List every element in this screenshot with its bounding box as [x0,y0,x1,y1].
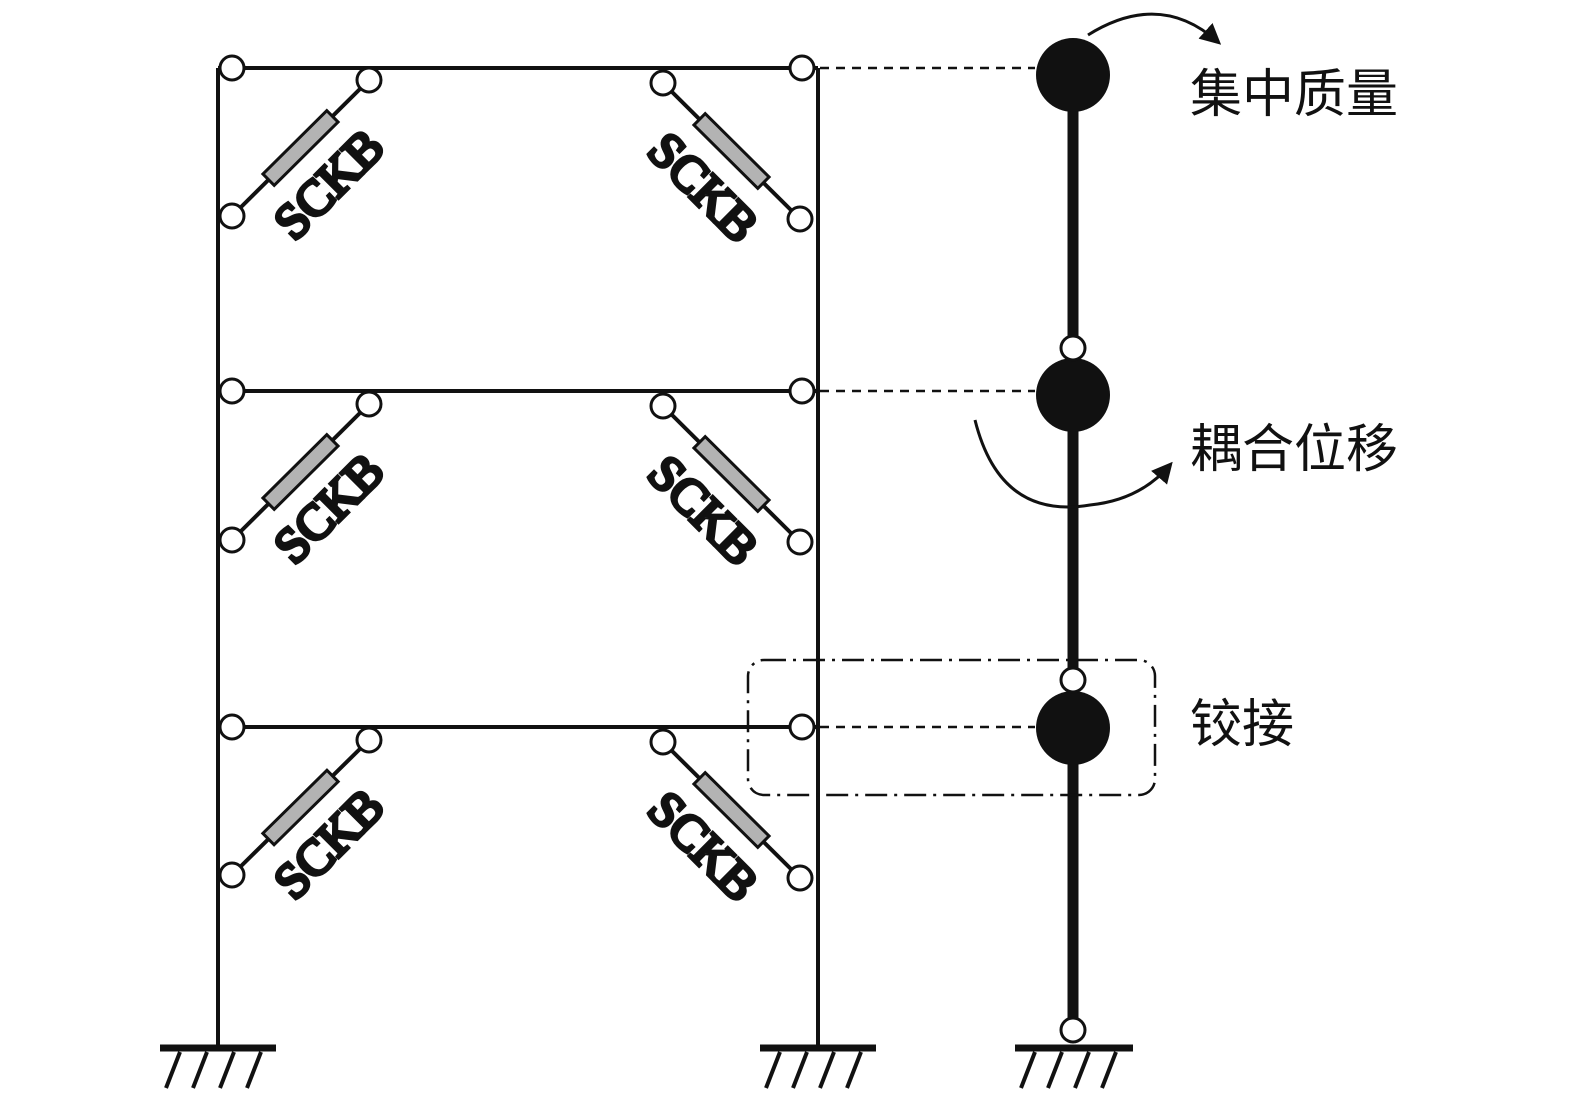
coupled-displacement-label: 耦合位移 [1190,420,1398,480]
lumped-mass-label: 集中质量 [1190,65,1398,125]
stick-hinge-pin [1059,1016,1087,1044]
coupled-rotation-arrow-icon [973,419,1173,509]
beam-end-pin [218,377,246,405]
hinge-pin [355,390,383,418]
floor-2: SCKB SCKB [218,377,1035,578]
ground-support-stick-hatch [1073,1051,1091,1089]
ground-support-left-hatch [191,1051,209,1089]
ground-support-stick-hatch [1046,1051,1064,1089]
beam-end-pin [788,377,816,405]
hinge-pin [355,726,383,754]
hinge-label: 铰接 [1190,695,1294,755]
sckb-label: SCKB [262,777,394,909]
ground-support-left-hatch [164,1051,182,1089]
beam-end-pin [218,713,246,741]
ground-support-stick-hatch [1100,1051,1118,1089]
stick-model [746,12,1222,1089]
ground-support-right-hatch [818,1051,836,1089]
sckb-damper-body [260,108,341,188]
steel-frame: SCKB SCKB SCKB SCKB SCKB SCKB [160,54,1035,1089]
ground-support-left-hatch [218,1051,236,1089]
ground-support-right-hatch [845,1051,863,1089]
sckb-damper-body [691,770,772,850]
sckb-damper-body [691,434,772,514]
sckb-label: SCKB [638,444,770,576]
hinge-pin [218,526,246,554]
hinge-pin [649,728,677,756]
ground-support-left-hatch [245,1051,263,1089]
hinge-pin [649,392,677,420]
floor-3: SCKB SCKB [218,54,1035,255]
stick-hinge-pin [1059,666,1087,694]
hinge-pin [786,528,814,556]
ground-support-right-hatch [764,1051,782,1089]
sckb-label: SCKB [262,442,394,574]
rotation-arrow-icon [1087,12,1222,45]
lumped-mass-node [1036,38,1110,112]
annotations: 集中质量 耦合位移 铰接 [1190,65,1398,755]
floor-1: SCKB SCKB [218,713,1035,914]
hinge-pin [355,66,383,94]
lumped-mass-node [1036,358,1110,432]
ground-support-stick-hatch [1019,1051,1037,1089]
ground-support-right-hatch [791,1051,809,1089]
sckb-damper-body [691,111,772,191]
hinge-pin [786,205,814,233]
sckb-label: SCKB [638,121,770,253]
hinge-pin [786,864,814,892]
lumped-mass-node [1036,691,1110,765]
stick-hinge-pin [1059,334,1087,362]
beam-end-pin [788,713,816,741]
sckb-damper-body [260,768,341,847]
sckb-damper-body [260,432,341,512]
hinge-pin [649,69,677,97]
hinge-pin [218,861,246,889]
hinge-highlight-box [746,658,1157,797]
beam-end-pin [218,54,246,82]
hinge-pin [218,202,246,230]
beam-end-pin [788,54,816,82]
sckb-label: SCKB [262,118,394,250]
sckb-label: SCKB [638,780,770,912]
